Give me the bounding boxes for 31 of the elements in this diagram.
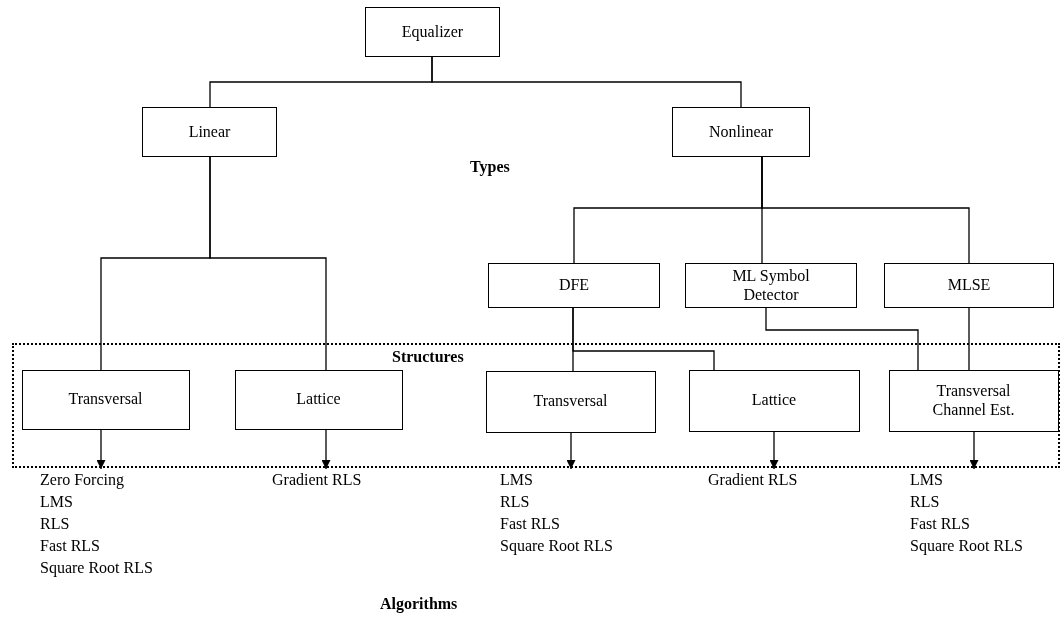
connector-line (572, 307, 715, 371)
process-box: Transversal (485, 370, 656, 433)
algorithm-list: LMS RLS Fast RLS Square Root RLS (500, 469, 640, 557)
connector-line (968, 307, 970, 371)
process-box: ML Symbol Detector (685, 263, 857, 308)
arrow (566, 432, 576, 470)
connector-line (431, 56, 742, 108)
arrow (969, 431, 979, 470)
connector-line (209, 156, 327, 371)
arrow (769, 431, 779, 470)
connector-line (765, 307, 919, 371)
arrow (321, 429, 331, 470)
process-box: Nonlinear (672, 107, 810, 157)
process-box: Lattice (234, 369, 403, 430)
process-box: Linear (142, 107, 277, 157)
section-label: Types (470, 158, 510, 176)
process-box: MLSE (884, 263, 1054, 308)
section-title: Structures (392, 348, 464, 366)
connector-line (761, 156, 970, 264)
section-label: Algorithms (380, 595, 458, 613)
algorithm-list: Gradient RLS (272, 469, 382, 491)
process-box: DFE (488, 263, 660, 308)
process-box: Lattice (688, 369, 860, 432)
process-box: Equalizer (365, 7, 500, 57)
algorithm-list: LMS RLS Fast RLS Square Root RLS (910, 469, 1050, 557)
arrow (96, 429, 106, 470)
process-box: Transversal (21, 369, 190, 430)
process-box: Transversal Channel Est. (888, 369, 1059, 432)
structures-band (12, 343, 1060, 468)
algorithm-list: Gradient RLS (708, 469, 818, 491)
algorithm-list: Zero Forcing LMS RLS Fast RLS Square Root RLS (40, 469, 180, 579)
